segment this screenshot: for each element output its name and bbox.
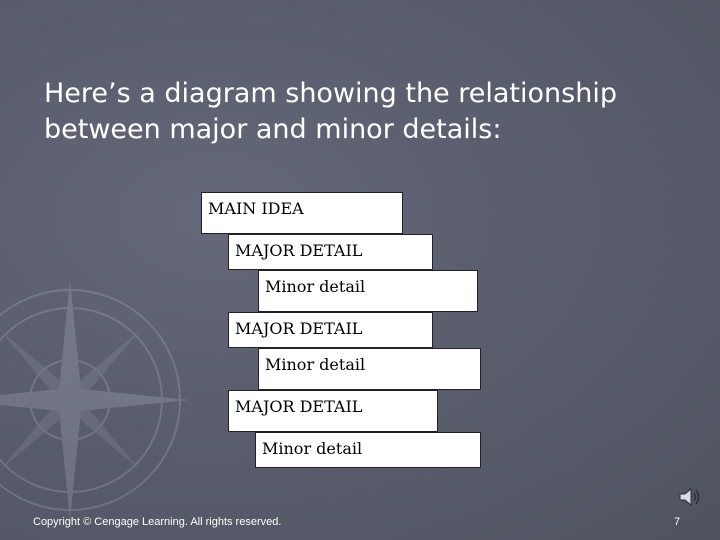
major-detail-box: MAJOR DETAIL	[228, 390, 438, 432]
copyright-text: Copyright © Cengage Learning. All rights…	[33, 516, 282, 528]
minor-detail-box: Minor detail	[255, 432, 481, 468]
speaker-icon[interactable]	[678, 486, 702, 508]
main-idea-box: MAIN IDEA	[201, 192, 403, 234]
minor-detail-box: Minor detail	[258, 270, 478, 312]
page-number: 7	[674, 516, 681, 528]
compass-rose-icon	[0, 280, 190, 520]
slide-title: Here’s a diagram showing the relationshi…	[44, 78, 617, 145]
minor-detail-box: Minor detail	[258, 348, 481, 390]
major-detail-box: MAJOR DETAIL	[228, 234, 433, 270]
major-detail-box: MAJOR DETAIL	[228, 312, 433, 348]
